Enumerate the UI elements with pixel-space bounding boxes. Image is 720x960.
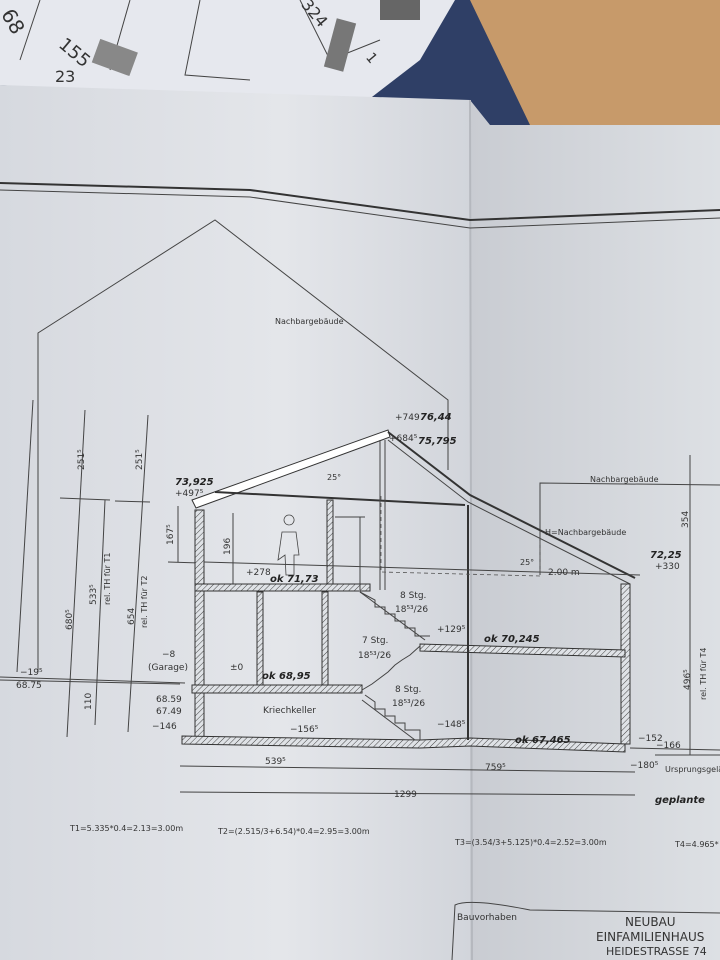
handwritten-elevation: ok 71,73 [270, 574, 319, 585]
dimension-label: 539⁵ [265, 757, 286, 767]
handwritten-elevation: 76,44 [420, 412, 452, 423]
level-label: −166 [656, 741, 681, 751]
level-label: −152 [638, 734, 663, 744]
handwritten-elevation: 75,795 [418, 436, 457, 447]
level-label: 68.75 [16, 681, 42, 691]
title-line: NEUBAU [625, 915, 676, 929]
page-fold [469, 99, 473, 960]
stairs-ratio: 18⁵³/26 [358, 651, 391, 661]
level-label: −146 [152, 722, 177, 732]
level-label: +684⁵ [389, 434, 418, 444]
dimension-label: 759⁵ [485, 763, 506, 773]
handwritten-elevation: ok 68,95 [262, 671, 311, 682]
formula-t4: T4=4.965* [674, 840, 719, 849]
dimension-label: 251⁵ [135, 449, 145, 470]
level-label: +497⁵ [175, 489, 204, 499]
dimension-label: 680⁵ [65, 609, 75, 630]
level-label: −156⁵ [290, 725, 319, 735]
th-label: rel. TH für T4 [699, 648, 708, 700]
level-label: +330 [655, 562, 680, 572]
dimension-label: 654 [127, 608, 137, 625]
dimension-label: 1299 [394, 790, 417, 800]
level-label: +278 [246, 568, 271, 578]
roof-angle-label: 25° [327, 473, 341, 482]
dimension-label: 354 [681, 511, 691, 528]
title-line: EINFAMILIENHAUS [596, 930, 704, 944]
formula-t2: T2=(2.515/3+6.54)*0.4=2.95=3.00m [217, 827, 370, 836]
formula-t3: T3=(3.54/3+5.125)*0.4=2.52=3.00m [454, 838, 607, 847]
dimension-label: 110 [84, 693, 94, 710]
dimension-label: 167⁵ [166, 524, 176, 545]
distance-label: 2.00 m [548, 568, 580, 578]
original-terrain-label: Ursprungsgelände [665, 765, 720, 774]
handwritten-elevation: 73,925 [175, 477, 214, 488]
neighbor-building-outline [37, 219, 449, 672]
parcel-number: 23 [55, 67, 75, 86]
dimension-label: 496⁵ [683, 669, 693, 690]
level-label: ±0 [230, 663, 244, 673]
level-label: +129⁵ [437, 625, 466, 635]
room-label-crawlspace: Kriechkeller [263, 706, 316, 716]
level-label: −19⁵ [20, 668, 43, 678]
handwritten-elevation: ok 67,465 [515, 735, 571, 746]
title-block-label: Bauvorhaben [457, 913, 517, 923]
th-label: rel. TH für T1 [103, 553, 112, 605]
level-label: 67.49 [156, 707, 182, 717]
stairs-label: 7 Stg. [362, 636, 388, 646]
building-section [0, 429, 720, 753]
handwritten-note: geplante [655, 795, 705, 806]
level-label: 68.59 [156, 695, 182, 705]
neighbor-height-label: H=Nachbargebäude [545, 528, 626, 537]
neighbor-building-label-right: Nachbargebäude [590, 475, 659, 484]
formula-t1: T1=5.335*0.4=2.13=3.00m [69, 824, 183, 833]
level-label: +749 [395, 413, 420, 423]
stairs-label: 8 Stg. [395, 685, 421, 695]
frame-line [0, 182, 720, 222]
handwritten-elevation: 72,25 [650, 550, 682, 561]
neighbor-building-label: Nachbargebäude [275, 317, 344, 326]
th-label: rel. TH für T2 [140, 576, 149, 628]
level-label: −148⁵ [437, 720, 466, 730]
stairs-ratio: 18⁵³/26 [392, 699, 425, 709]
cadastral-map-sheet: 68 155 23 324 1 [0, 0, 455, 110]
dimension-label: 533⁵ [89, 584, 99, 605]
roof-angle-label: 25° [520, 558, 534, 567]
person-scale-figure [277, 514, 300, 576]
dimension-label: 251⁵ [77, 449, 87, 470]
wooden-surface [470, 0, 720, 125]
title-block: Bauvorhaben NEUBAU EINFAMILIENHAUS HEIDE… [451, 901, 720, 960]
dimension-lines [0, 399, 720, 796]
level-label: −8 [162, 650, 176, 660]
handwritten-elevation: ok 70,245 [484, 634, 540, 645]
stairs-label: 8 Stg. [400, 591, 426, 601]
title-line-address: HEIDESTRASSE 74 [606, 945, 707, 958]
garage-label: (Garage) [148, 663, 188, 673]
dimension-label: 196 [223, 538, 233, 555]
stairs-ratio: 18⁵³/26 [395, 605, 428, 615]
level-label: −180⁵ [630, 761, 659, 771]
